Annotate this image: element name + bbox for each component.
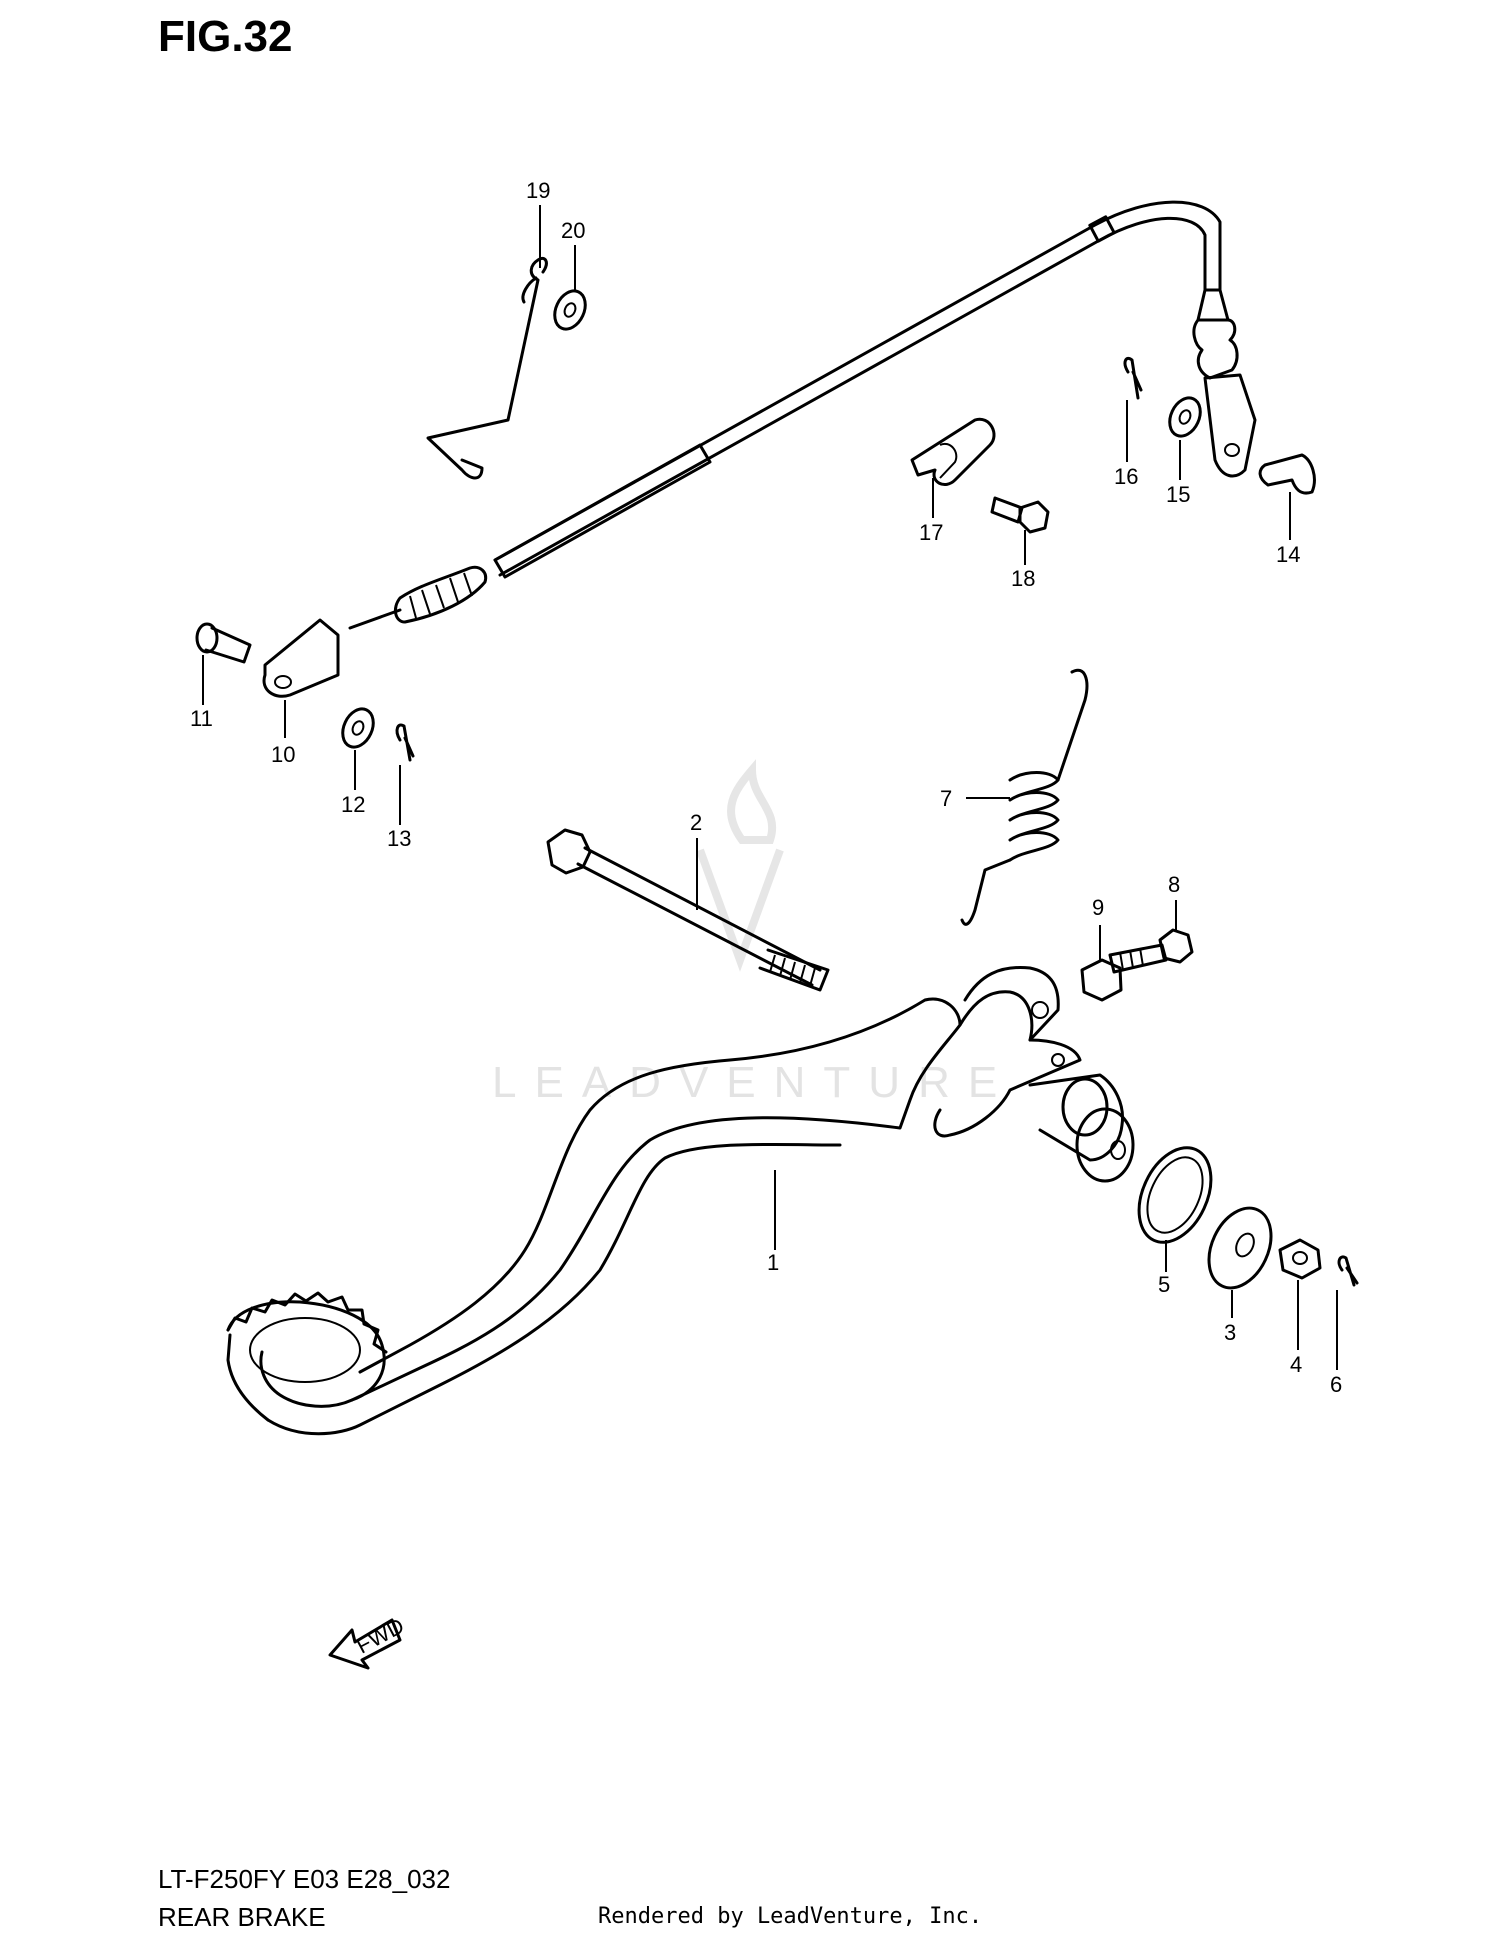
callout-8: 8	[1168, 872, 1180, 897]
cable-clamp-17	[910, 417, 996, 486]
cable-joint-10	[262, 618, 340, 698]
washer-12	[341, 707, 375, 749]
callout-5: 5	[1158, 1272, 1170, 1297]
cable-guide-wire-19	[426, 256, 548, 480]
cotter-pin-13	[395, 723, 415, 762]
callout-2: 2	[690, 810, 702, 835]
callout-15: 15	[1166, 482, 1190, 507]
return-spring-7	[960, 668, 1089, 926]
o-ring-5	[1137, 1146, 1213, 1244]
callout-11: 11	[190, 706, 213, 731]
washer-3	[1207, 1206, 1273, 1290]
callout-14: 14	[1276, 542, 1300, 567]
washer-15	[1168, 396, 1202, 438]
nut-4	[1278, 1238, 1322, 1280]
pin-14	[1258, 453, 1316, 495]
pin-11	[195, 622, 252, 664]
washer-20	[553, 289, 587, 331]
callout-19: 19	[526, 178, 550, 203]
model-code: LT-F250FY E03 E28_032	[158, 1864, 451, 1894]
callout-7: 7	[940, 786, 952, 811]
pivot-bolt	[546, 828, 830, 992]
callout-3: 3	[1224, 1320, 1236, 1345]
callout-6: 6	[1330, 1372, 1342, 1397]
callout-4: 4	[1290, 1352, 1302, 1377]
cotter-pin-6	[1337, 1255, 1359, 1287]
callout-16: 16	[1114, 464, 1138, 489]
callout-1: 1	[767, 1250, 779, 1275]
callout-18: 18	[1011, 566, 1035, 591]
callout-20: 20	[561, 218, 585, 243]
callout-10: 10	[271, 742, 295, 767]
nut-9	[1080, 958, 1123, 1002]
figure-title: FIG.32	[158, 12, 293, 61]
forward-arrow-icon: FWD	[328, 1613, 408, 1670]
watermark-text: LEADVENTURE	[492, 1058, 1016, 1107]
callout-17: 17	[919, 520, 943, 545]
brake-pedal	[226, 965, 1135, 1436]
cotter-pin-16	[1123, 356, 1143, 400]
callout-13: 13	[387, 826, 411, 851]
brake-cable	[348, 200, 1239, 630]
bolt-8	[1108, 928, 1194, 974]
callout-9: 9	[1092, 895, 1104, 920]
watermark-logo	[696, 759, 784, 972]
render-credit: Rendered by LeadVenture, Inc.	[598, 1904, 983, 1929]
bolt-18	[990, 496, 1050, 534]
rear-clevis	[1203, 373, 1257, 478]
callout-12: 12	[341, 792, 365, 817]
diagram-caption: REAR BRAKE	[158, 1902, 326, 1932]
